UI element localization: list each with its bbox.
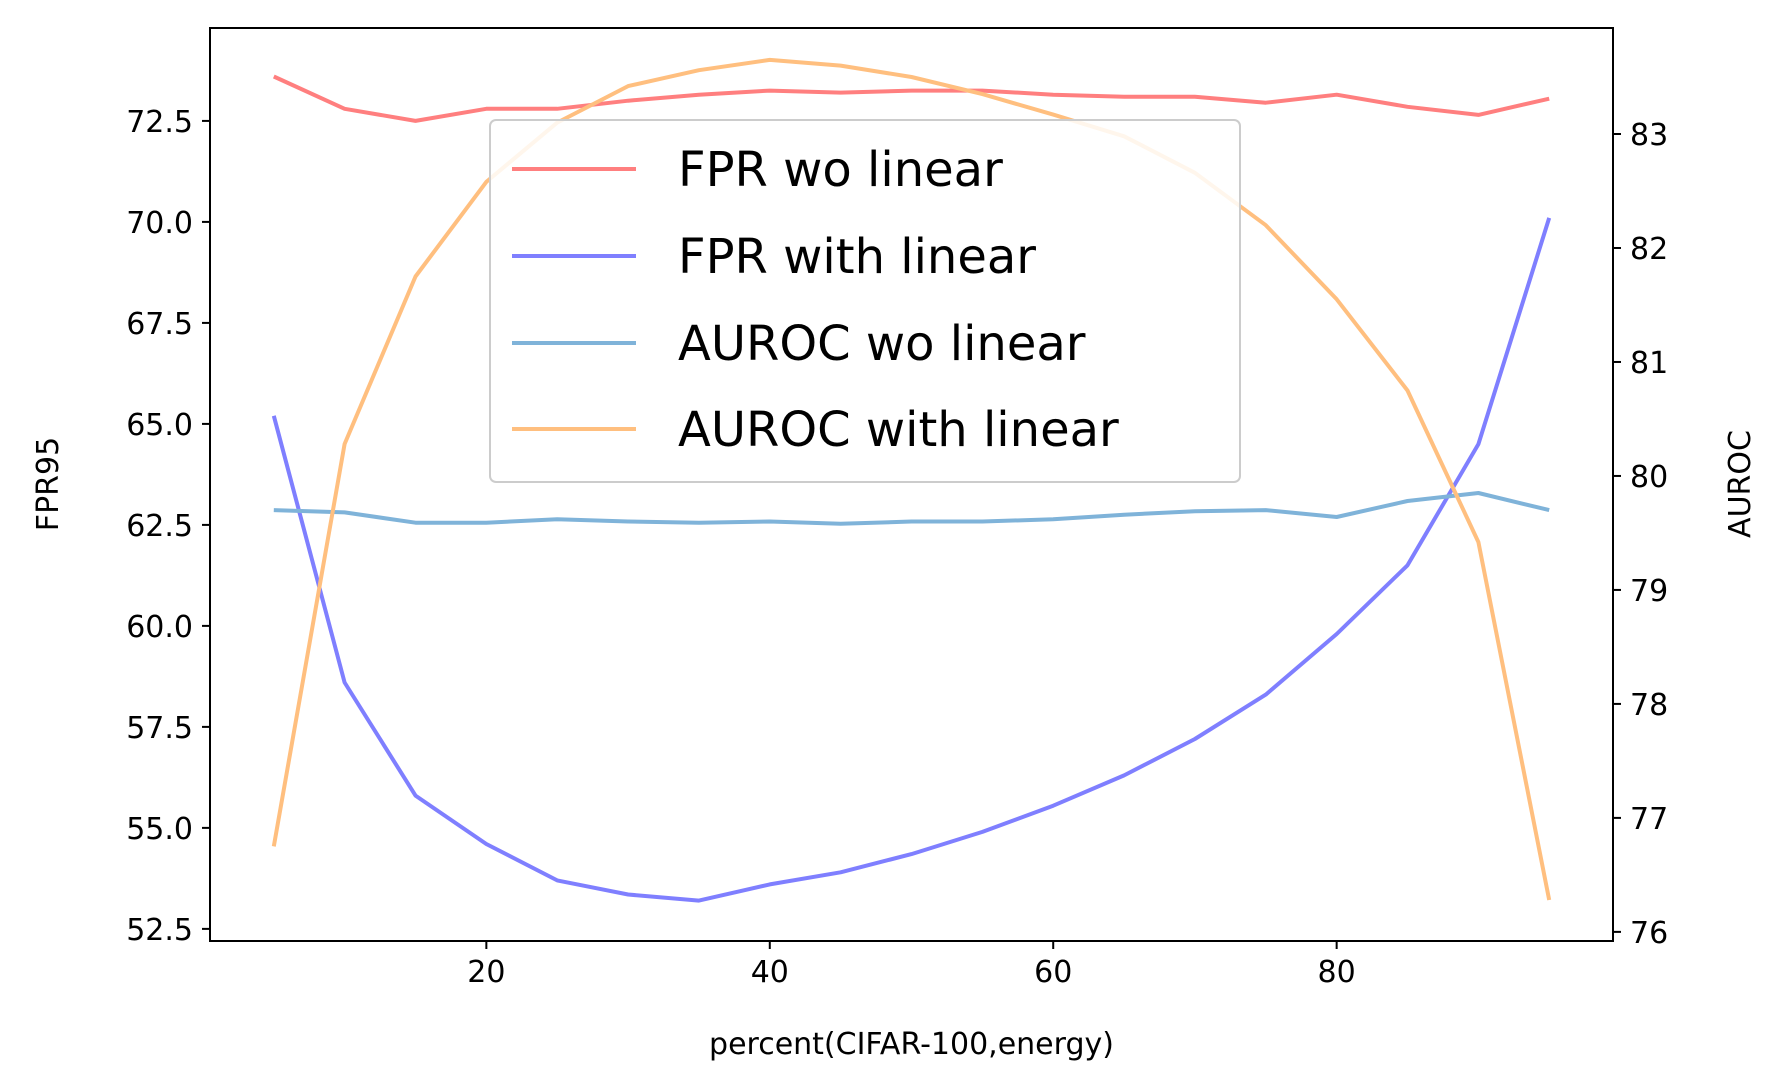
series-line-fpr-wo-linear [272,74,1550,123]
right-y-tick-label: 77 [1630,802,1668,837]
series-line-fpr-with-linear [271,217,1552,903]
legend: FPR wo linear FPR with linear AUROC wo l… [489,119,1241,483]
x-tick-label: 20 [467,955,505,990]
right-y-axis-ticks: 76 77 78 79 80 81 82 83 [1613,118,1668,951]
series-lines [271,57,1552,903]
x-axis-ticks: 20 40 60 80 [467,941,1356,990]
legend-label-auroc-with-linear: AUROC with linear [678,402,1119,458]
left-y-tick-label: 60.0 [126,610,193,645]
x-tick-label: 80 [1318,955,1356,990]
plot-frame [209,27,1614,942]
right-y-tick-label: 83 [1630,118,1668,153]
left-y-tick-label: 70.0 [126,206,193,241]
left-y-axis-title: FPR95 [31,437,66,531]
x-tick-label: 40 [751,955,789,990]
legend-label-fpr-with-linear: FPR with linear [678,229,1036,285]
left-y-tick-label: 65.0 [126,408,193,443]
left-y-tick-label: 55.0 [126,812,193,847]
left-y-tick-label: 52.5 [126,913,193,948]
series-line-auroc-with-linear [271,57,1552,901]
x-tick-label: 60 [1034,955,1072,990]
series-line-auroc-wo-linear [273,491,1550,526]
legend-box [489,119,1241,483]
left-y-tick-label: 72.5 [126,105,193,140]
legend-label-auroc-wo-linear: AUROC wo linear [678,316,1086,372]
left-y-axis-ticks: 52.5 55.0 57.5 60.0 62.5 65.0 67.5 70.0 72.5 [126,105,210,948]
right-y-tick-label: 79 [1630,574,1668,609]
legend-label-fpr-wo-linear: FPR wo linear [678,142,1003,198]
right-y-tick-label: 76 [1630,916,1668,951]
right-y-tick-label: 82 [1630,232,1668,267]
left-y-tick-label: 62.5 [126,509,193,544]
left-y-tick-label: 57.5 [126,711,193,746]
left-y-tick-label: 67.5 [126,307,193,342]
right-y-tick-label: 81 [1630,346,1668,381]
right-y-tick-label: 80 [1630,460,1668,495]
x-axis-title: percent(CIFAR-100,energy) [709,1027,1114,1062]
right-y-axis-title: AUROC [1723,430,1758,538]
right-y-tick-label: 78 [1630,688,1668,723]
